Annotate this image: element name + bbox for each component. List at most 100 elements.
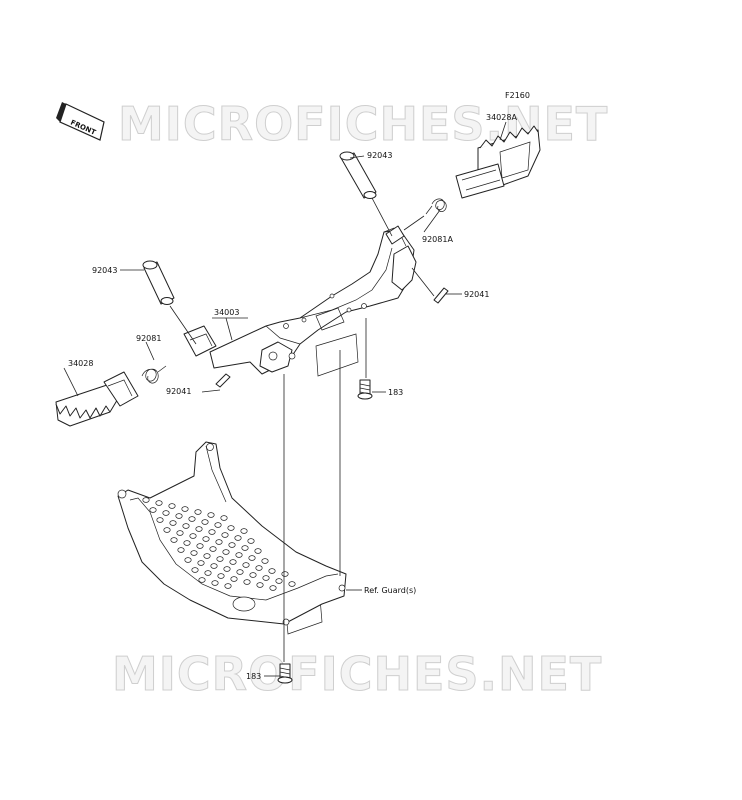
skid-plate-hole — [248, 555, 256, 561]
spring-left — [141, 365, 167, 384]
skid-plate-hole — [256, 582, 264, 588]
front-arrow-icon: FRONT — [56, 102, 105, 141]
callout-34003: 34003 — [214, 308, 239, 317]
callout-92081: 92081 — [136, 334, 161, 343]
skid-plate-hole — [182, 523, 190, 529]
skid-plate-hole — [162, 510, 170, 516]
skid-plate-hole — [255, 565, 263, 571]
watermark-top: MICROFICHES.NET — [118, 97, 608, 151]
callout-183-lower: 183 — [246, 672, 261, 681]
skid-plate-hole — [236, 569, 244, 575]
skid-plate-hole — [203, 553, 211, 559]
skid-plate-hole — [247, 538, 255, 544]
skid-plate-hole — [163, 527, 171, 533]
cotter-pin-right — [433, 287, 449, 304]
skid-plate-hole — [175, 513, 183, 519]
skid-plate-hole — [228, 542, 236, 548]
skid-plate-hole — [170, 537, 178, 543]
skid-plate-hole — [288, 581, 296, 587]
skid-plate-hole — [194, 509, 202, 515]
callout-92043-left: 92043 — [92, 266, 117, 275]
pin-left — [142, 260, 175, 305]
skid-plate-hole — [214, 522, 222, 528]
callout-92043-right: 92043 — [367, 151, 392, 160]
skid-plate-hole — [190, 550, 198, 556]
clevis-left — [183, 325, 217, 357]
skid-plate-hole — [188, 516, 196, 522]
skid-plate-hole — [221, 532, 229, 538]
skid-plate-hole — [149, 507, 157, 513]
skid-plate-hole — [196, 543, 204, 549]
skid-plate-hole — [240, 528, 248, 534]
skid-plate-hole — [229, 559, 237, 565]
skid-plate-hole — [249, 572, 257, 578]
skid-plate-hole — [241, 545, 249, 551]
callout-183-upper: 183 — [388, 388, 403, 397]
skid-plate-hole — [155, 500, 163, 506]
skid-plate-hole — [142, 497, 150, 503]
skid-plate-hole — [209, 546, 217, 552]
skid-plate-hole — [268, 568, 276, 574]
skid-plate-hole — [191, 567, 199, 573]
skid-plate-hole — [281, 571, 289, 577]
callout-92041-right: 92041 — [464, 290, 489, 299]
skid-plate-hole — [215, 539, 223, 545]
skid-plate-hole — [197, 560, 205, 566]
skid-plate-hole — [243, 579, 251, 585]
skid-plate-hole — [211, 580, 219, 586]
skid-plate-hole — [169, 520, 177, 526]
spring-right — [425, 198, 447, 215]
watermark-bottom: MICROFICHES.NET — [112, 647, 602, 701]
callout-34028: 34028 — [68, 359, 93, 368]
callout-ref-guard: Ref. Guard(s) — [364, 586, 416, 595]
skid-plate-hole — [198, 577, 206, 583]
bolt-upper — [357, 379, 373, 400]
skid-plate-hole — [210, 563, 218, 569]
skid-plate-hole — [202, 536, 210, 542]
skid-plate-hole — [223, 566, 231, 572]
skid-plate-hole — [230, 576, 238, 582]
skid-plate-hole — [189, 533, 197, 539]
footpeg-bracket — [209, 225, 417, 375]
skid-plate-hole — [275, 578, 283, 584]
skid-plate-hole — [216, 556, 224, 562]
callout-92081A: 92081A — [422, 235, 453, 244]
skid-plate-hole — [234, 535, 242, 541]
skid-plate-hole — [269, 585, 277, 591]
skid-plate-hole — [254, 548, 262, 554]
skid-plate-hole — [177, 547, 185, 553]
skid-plate-hole — [183, 540, 191, 546]
skid-plate-hole — [201, 519, 209, 525]
skid-plate-hole — [222, 549, 230, 555]
skid-plate-hole — [261, 558, 269, 564]
footpeg-left — [55, 371, 139, 427]
figure-code: F2160 — [505, 91, 530, 100]
skid-plate-hole — [227, 525, 235, 531]
skid-plate-hole — [224, 583, 232, 589]
skid-plate-hole — [262, 575, 270, 581]
skid-plate-hole — [184, 557, 192, 563]
skid-plate-hole — [235, 552, 243, 558]
skid-plate-hole — [220, 515, 228, 521]
pin-right — [339, 151, 377, 199]
skid-plate-hole — [181, 506, 189, 512]
skid-plate-hole — [176, 530, 184, 536]
skid-plate-hole — [156, 517, 164, 523]
callout-leaders — [63, 121, 507, 677]
skid-plate-hole — [195, 526, 203, 532]
skid-plate-hole — [242, 562, 250, 568]
assembly-lines — [169, 197, 435, 662]
bolt-lower — [277, 663, 293, 684]
skid-plate-hole — [217, 573, 225, 579]
skid-plate-hole — [207, 512, 215, 518]
skid-plate-holes — [142, 497, 296, 591]
skid-plate — [117, 441, 347, 626]
footpeg-right — [455, 125, 541, 199]
cotter-pin-left — [215, 373, 231, 388]
skid-plate-hole — [208, 529, 216, 535]
skid-plate-hole — [168, 503, 176, 509]
skid-plate-hole — [204, 570, 212, 576]
callout-34028A: 34028A — [486, 113, 517, 122]
callout-92041-left: 92041 — [166, 387, 191, 396]
